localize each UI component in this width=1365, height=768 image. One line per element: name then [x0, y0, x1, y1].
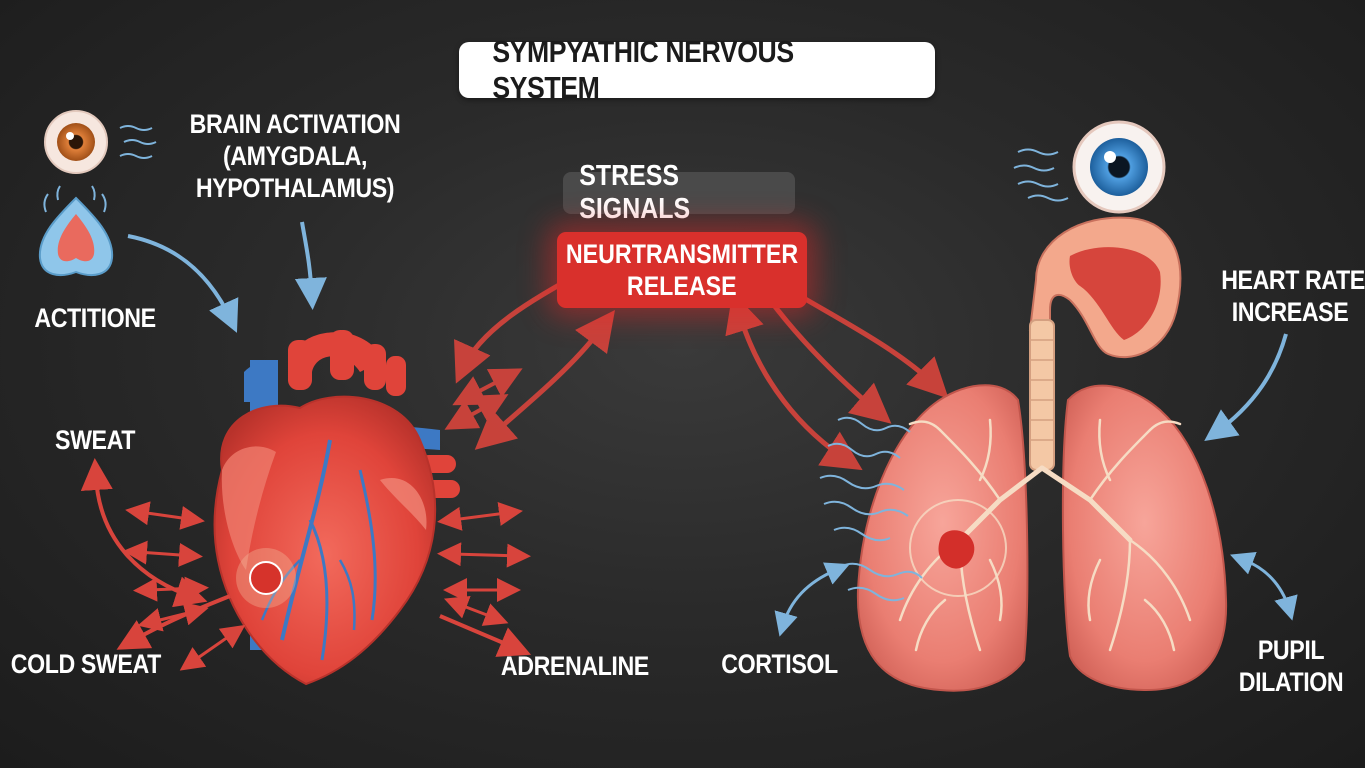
arrow-cortisol — [782, 570, 836, 628]
sweat-label: SWEAT — [39, 424, 151, 456]
heart-rate-line-1: HEART RATE — [1221, 264, 1359, 296]
neurotransmitter-line2: RELEASE — [627, 270, 737, 302]
stress-signals-box: STRESS SIGNALS — [563, 172, 795, 214]
title-box: SYMPYATHIC NERVOUS SYSTEM — [459, 42, 935, 98]
brain-activation-label: BRAIN ACTIVATION (AMYGDALA, HYPOTHALAMUS… — [188, 108, 403, 204]
page-title: SYMPYATHIC NERVOUS SYSTEM — [492, 34, 901, 106]
adrenaline-label: ADRENALINE — [501, 650, 635, 682]
heart-rate-line-2: INCREASE — [1221, 296, 1359, 328]
brain-line-3: HYPOTHALAMUS) — [188, 172, 403, 204]
eye-icon-left — [45, 111, 156, 173]
arrow-heart-rate — [1214, 334, 1286, 434]
actitione-label: ACTITIONE — [31, 302, 160, 334]
gland-icon — [40, 186, 112, 275]
stress-signals-label: STRESS SIGNALS — [579, 160, 779, 226]
brain-line-2: (AMYGDALA, — [188, 140, 403, 172]
heart-right-arrows — [440, 512, 522, 650]
cold-sweat-label: COLD SWEAT — [11, 648, 143, 680]
arrow-brain-to-heart — [302, 222, 312, 298]
eye-icon-right — [1014, 122, 1164, 212]
heart-illustration — [215, 330, 460, 684]
brain-line-1: BRAIN ACTIVATION — [188, 108, 403, 140]
pupil-line-1: PUPIL — [1235, 634, 1347, 666]
neurotransmitter-box: NEURTRANSMITTER RELEASE — [557, 232, 807, 308]
pupil-dilation-label: PUPIL DILATION — [1235, 634, 1347, 698]
cortisol-label: CORTISOL — [721, 648, 835, 680]
neurotransmitter-line1: NEURTRANSMITTER — [566, 238, 798, 270]
lungs-illustration — [858, 218, 1226, 691]
pupil-line-2: DILATION — [1235, 666, 1347, 698]
arrow-pupil-dilation — [1244, 560, 1290, 612]
heart-rate-label: HEART RATE INCREASE — [1221, 264, 1359, 328]
